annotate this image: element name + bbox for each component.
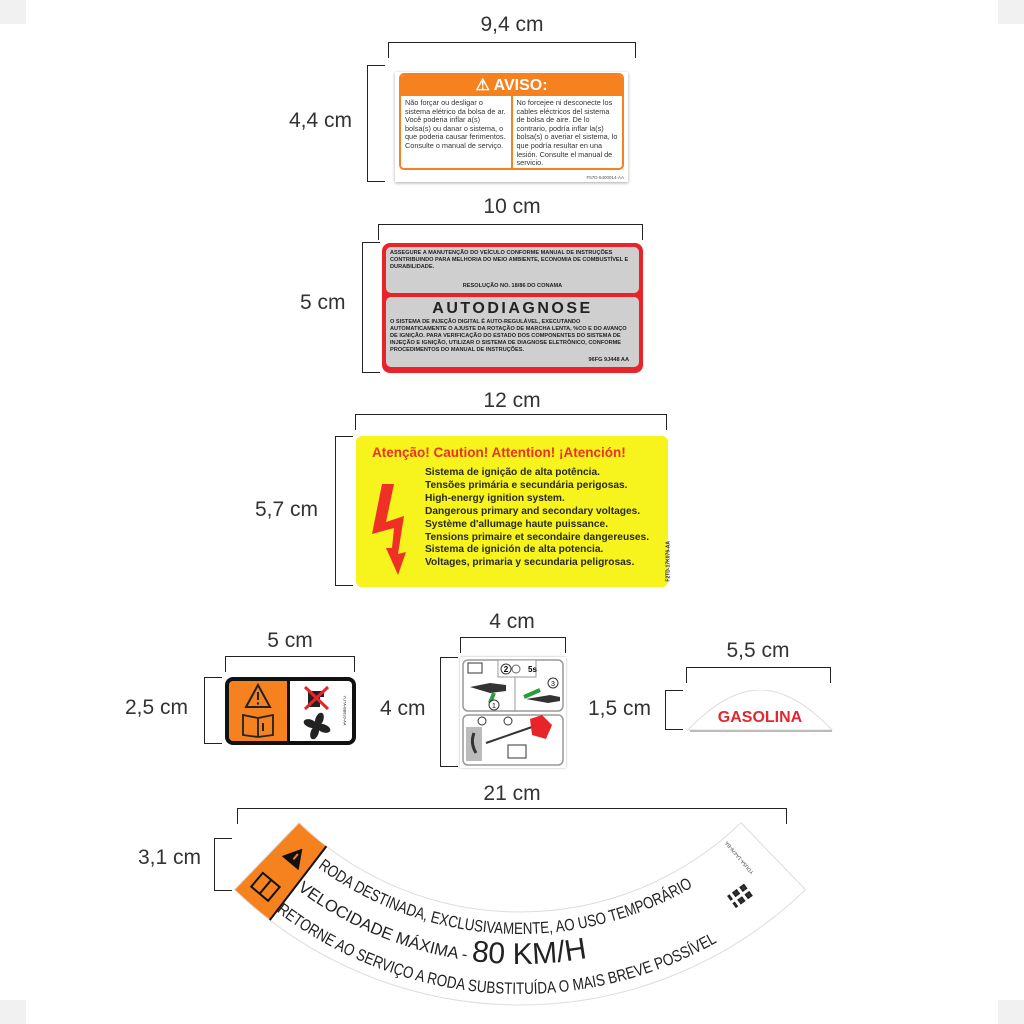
wait-time: 5s [528, 665, 537, 674]
width-label: 5 cm [267, 629, 313, 652]
width-bracket [237, 808, 787, 824]
corner-mark [998, 0, 1024, 24]
corner-mark [0, 0, 26, 24]
ignition-line: Tensões primária e secundária perigosas. [425, 479, 628, 491]
part-code: F2TD-17K076-AA [666, 541, 672, 582]
height-bracket [367, 65, 385, 182]
aviso-text-pt: Não forçar ou desligar o sistema elétric… [405, 98, 506, 150]
gasolina-label: GASOLINA [686, 690, 834, 732]
manual-icon [467, 662, 483, 674]
ignition-warning-label: Atenção! Caution! Attention! ¡Atención! … [356, 436, 672, 587]
step-number: 1 [492, 703, 496, 710]
spare-wheel-label: YDU5A-1A479-BA RODA DESTINADA, EXCLUSIVA… [233, 822, 807, 1006]
ignition-line: Tensions primaire et secondaire dangereu… [425, 531, 650, 543]
maintenance-text: ASSEGURE A MANUTENÇÃO DO VEÍCULO CONFORM… [390, 250, 629, 270]
corner-mark [998, 1000, 1024, 1024]
ignition-line: Dangerous primary and secondary voltages… [425, 505, 641, 517]
height-bracket [665, 690, 683, 730]
height-label: 5,7 cm [255, 498, 319, 521]
height-bracket [204, 677, 222, 744]
height-label: 5 cm [300, 291, 346, 314]
warning-manual-icon [242, 682, 274, 738]
no-hand-fan-icon [303, 685, 331, 740]
height-label: 2,5 cm [125, 696, 189, 719]
width-label: 4 cm [489, 610, 535, 633]
lightning-bolt-icon [372, 484, 406, 575]
ignition-text: Sistema de ignição de alta potência. Ten… [425, 467, 649, 570]
aviso-title: ⚠ AVISO: [401, 75, 622, 96]
fan-orange-panel [229, 681, 287, 741]
gasolina-text: GASOLINA [717, 709, 803, 726]
height-label: 4,4 cm [289, 109, 353, 132]
label-body [233, 822, 807, 1006]
qr-code-icon [727, 883, 753, 909]
height-label: 1,5 cm [588, 697, 652, 720]
part-code: F57D-5400014-AA [586, 175, 624, 180]
width-bracket [355, 414, 667, 430]
resolution-text: RESOLUÇÃO NO. 18/86 DO CONAMA [462, 283, 563, 289]
manual-icon [249, 871, 282, 903]
width-bracket [225, 656, 355, 672]
height-bracket [214, 838, 232, 891]
width-label: 21 cm [483, 782, 541, 805]
width-label: 9,4 cm [480, 13, 544, 36]
caution-title: Atenção! Caution! Attention! ¡Atención! [372, 445, 626, 460]
width-label: 5,5 cm [726, 639, 790, 662]
width-label: 10 cm [483, 195, 541, 218]
height-label: 4 cm [380, 697, 426, 720]
airbag-warning-label: ⚠ AVISO: Não forçar ou desligar o sistem… [395, 72, 628, 182]
max-speed-value: 80 KM/H [470, 932, 588, 971]
fuel-instruction-diagram: 2 5s 1 3 [462, 659, 564, 766]
autodiagnose-label: ASSEGURE A MANUTENÇÃO DO VEÍCULO CONFORM… [382, 243, 643, 373]
ignition-line: Sistema de ignição de alta potência. [425, 467, 600, 478]
divider [269, 845, 328, 921]
fan-warning-label: YU7A-8B633-AA [225, 677, 356, 745]
height-bracket [335, 436, 353, 586]
warning-icon [281, 848, 303, 871]
step-number: 2 [504, 665, 509, 674]
ignition-line: Voltages, primaria y secundaria peligros… [425, 557, 635, 569]
width-bracket [378, 224, 643, 240]
ignition-line: Sistema de ignición de alta potencia. [425, 544, 604, 556]
ignition-line: High-energy ignition system. [425, 492, 565, 504]
fuel-cap-instruction-label: 2 5s 1 3 [460, 657, 566, 768]
width-bracket [686, 667, 831, 683]
fan-white-panel: YU7A-8B633-AA [290, 681, 352, 741]
aviso-text-es: No forcejee ni desconecte los cables elé… [510, 96, 623, 168]
width-label: 12 cm [483, 389, 541, 412]
autodiagnose-title: AUTODIAGNOSE [432, 300, 593, 317]
part-code: YU7A-8B633-AA [342, 695, 348, 726]
width-bracket [388, 42, 636, 58]
ignition-line: Système d'allumage haute puissance. [425, 518, 609, 530]
width-bracket [460, 637, 566, 653]
height-bracket [362, 242, 380, 373]
corner-mark [0, 1000, 26, 1024]
part-code: 96FG 9J448 AA [588, 357, 629, 363]
autodiagnose-body: O SISTEMA DE INJEÇÃO DIGITAL É AUTO-REGU… [390, 319, 627, 353]
gasolina-shape [686, 690, 834, 732]
height-label: 3,1 cm [138, 846, 202, 869]
orange-warning-section [233, 822, 328, 921]
height-bracket [440, 657, 458, 767]
step-number: 3 [551, 681, 555, 688]
